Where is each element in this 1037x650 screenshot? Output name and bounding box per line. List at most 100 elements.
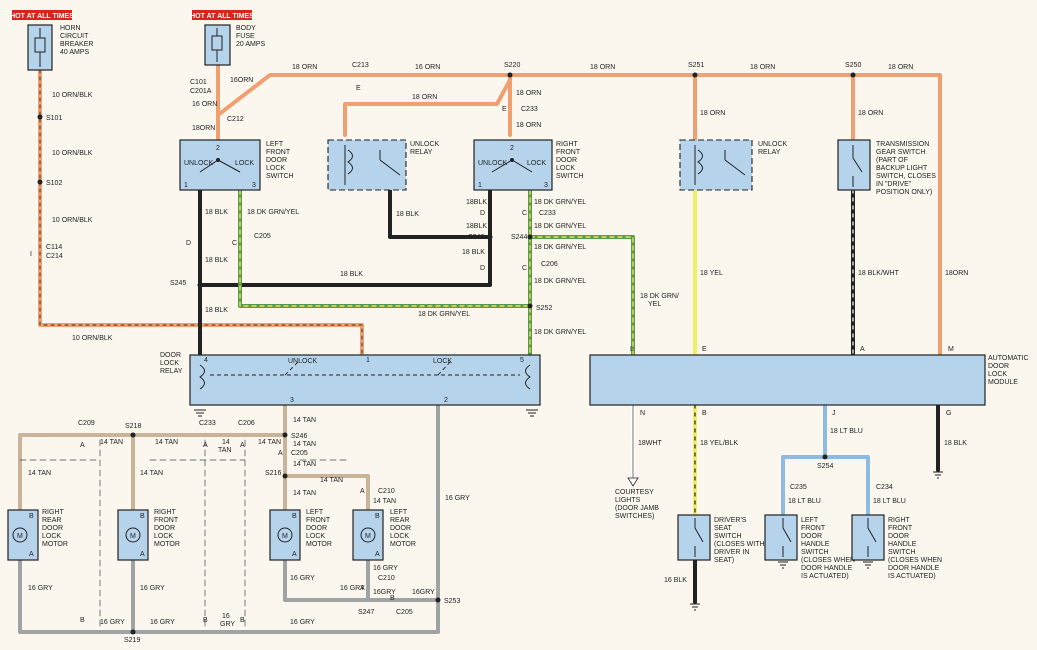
diagram-label: 14 TAN <box>373 498 396 505</box>
diagram-label: 1 <box>366 357 370 364</box>
diagram-label: 18 YEL <box>700 270 723 277</box>
diagram-label: B <box>29 513 34 520</box>
diagram-label: UNLOCK <box>288 358 318 365</box>
diagram-label: B <box>240 617 245 624</box>
diagram-label: A <box>360 488 365 495</box>
diagram-label: C205 <box>254 233 271 240</box>
diagram-label: BODY <box>236 25 256 32</box>
diagram-label: C206 <box>238 420 255 427</box>
diagram-label: S252 <box>536 305 552 312</box>
diagram-label: M <box>130 533 136 540</box>
connector-labels: C101 C201A C212 C213 C233 C233 C205 C206… <box>46 62 893 616</box>
diagram-label: N <box>640 410 645 417</box>
diagram-label: 18 BLK <box>205 257 228 264</box>
diagram-label: HOT AT ALL TIMES <box>190 13 254 20</box>
diagram-label: UNLOCK <box>410 141 440 148</box>
diagram-label: 18 ORN <box>700 110 725 117</box>
diagram-label: A <box>375 551 380 558</box>
diagram-label: A <box>278 450 283 457</box>
diagram-label: DOOR <box>888 533 909 540</box>
diagram-label: C233 <box>539 210 556 217</box>
diagram-label: SWITCH <box>556 173 584 180</box>
wire-16-gry-lf <box>283 558 440 602</box>
diagram-label: 18 DK GRN/YEL <box>534 199 586 206</box>
diagram-label: MODULE <box>988 379 1018 386</box>
diagram-label: DOOR <box>160 352 181 359</box>
diagram-label: 40 AMPS <box>60 49 90 56</box>
diagram-label: FRONT <box>801 525 826 532</box>
diagram-label: 5 <box>520 357 524 364</box>
diagram-label: S216 <box>265 470 281 477</box>
diagram-label: FRONT <box>888 525 913 532</box>
diagram-label: 16GRY <box>373 589 396 596</box>
diagram-label: L <box>630 346 634 353</box>
hot-banner-left: HOT AT ALL TIMES <box>10 10 74 20</box>
diagram-label: 18 BLK <box>396 211 419 218</box>
diagram-label: 16 GRY <box>290 619 315 626</box>
diagram-label: 18 BLK <box>462 249 485 256</box>
diagram-label: (DOOR JAMB <box>615 505 659 512</box>
diagram-label: (CLOSES WHEN <box>888 557 942 564</box>
diagram-label: LIGHTS <box>615 497 641 504</box>
diagram-label: S247 <box>358 609 374 616</box>
diagram-label: FUSE <box>236 33 255 40</box>
diagram-label: 18 ORN <box>888 64 913 71</box>
diagram-label: DOOR <box>988 363 1009 370</box>
diagram-label: D <box>480 210 485 217</box>
diagram-label: C234 <box>876 484 893 491</box>
diagram-label: FRONT <box>306 517 331 524</box>
diagram-label: G <box>946 410 951 417</box>
wire-16-gry <box>18 403 440 634</box>
diagram-label: 18BLK <box>466 199 487 206</box>
diagram-label: 16 GRY <box>28 585 53 592</box>
splice-labels: S101 S102 S220 S251 S250 S243 S244 S245 … <box>46 62 861 644</box>
diagram-label: LOCK <box>266 165 285 172</box>
diagram-label: DOOR HANDLE <box>801 565 853 572</box>
unlock-relay-left: UNLOCK RELAY <box>327 139 440 191</box>
left-front-door-lock-motor: M B A LEFT FRONT DOOR LOCK MOTOR <box>269 509 332 561</box>
diagram-label: HANDLE <box>888 541 917 548</box>
diagram-label: RIGHT <box>154 509 177 516</box>
diagram-label: 16 <box>222 613 230 620</box>
diagram-label: C210 <box>378 488 395 495</box>
diagram-label: COURTESY <box>615 489 654 496</box>
diagram-label: C <box>522 210 527 217</box>
diagram-label: A <box>203 442 208 449</box>
left-front-door-handle-switch: LEFT FRONT DOOR HANDLE SWITCH (CLOSES WH… <box>764 514 855 580</box>
diagram-label: S253 <box>444 598 460 605</box>
diagram-label: MOTOR <box>154 541 180 548</box>
diagram-label: LEFT <box>266 141 284 148</box>
diagram-label: 18 DK GRN/YEL <box>534 223 586 230</box>
diagram-label: DOOR <box>42 525 63 532</box>
diagram-label: C214 <box>46 253 63 260</box>
diagram-label: 18 DK GRN/YEL <box>534 329 586 336</box>
diagram-label: RELAY <box>758 149 781 156</box>
diagram-label: TRANSMISSION <box>876 141 929 148</box>
diagram-label: 3 <box>252 182 256 189</box>
right-front-door-handle-switch: RIGHT FRONT DOOR HANDLE SWITCH (CLOSES W… <box>851 514 942 580</box>
diagram-label: S245 <box>170 280 186 287</box>
diagram-label: C205 <box>291 450 308 457</box>
diagram-label: SWITCH <box>266 173 294 180</box>
diagram-label: DOOR HANDLE <box>888 565 940 572</box>
diagram-label: HANDLE <box>801 541 830 548</box>
diagram-label: C <box>232 240 237 247</box>
diagram-label: GEAR SWITCH <box>876 149 925 156</box>
diagram-label: C206 <box>541 261 558 268</box>
diagram-label: 14 TAN <box>293 461 316 468</box>
diagram-label: IS ACTUATED) <box>888 573 936 580</box>
diagram-label: C209 <box>78 420 95 427</box>
diagram-label: 18 ORN <box>516 122 541 129</box>
courtesy-lights: COURTESY LIGHTS (DOOR JAMB SWITCHES) <box>615 477 659 520</box>
diagram-label: LOCK <box>527 160 546 167</box>
diagram-label: S246 <box>291 433 307 440</box>
diagram-label: DRIVER IN <box>714 549 749 556</box>
diagram-label: LOCK <box>390 533 409 540</box>
diagram-label: B <box>390 595 395 602</box>
right-front-door-lock-motor: M B A RIGHT FRONT DOOR LOCK MOTOR <box>117 509 180 561</box>
diagram-label: M <box>365 533 371 540</box>
diagram-label: YEL <box>648 301 661 308</box>
diagram-label: HOT AT ALL TIMES <box>10 13 74 20</box>
diagram-label: 16 BLK <box>664 577 687 584</box>
diagram-label: SWITCH <box>888 549 916 556</box>
